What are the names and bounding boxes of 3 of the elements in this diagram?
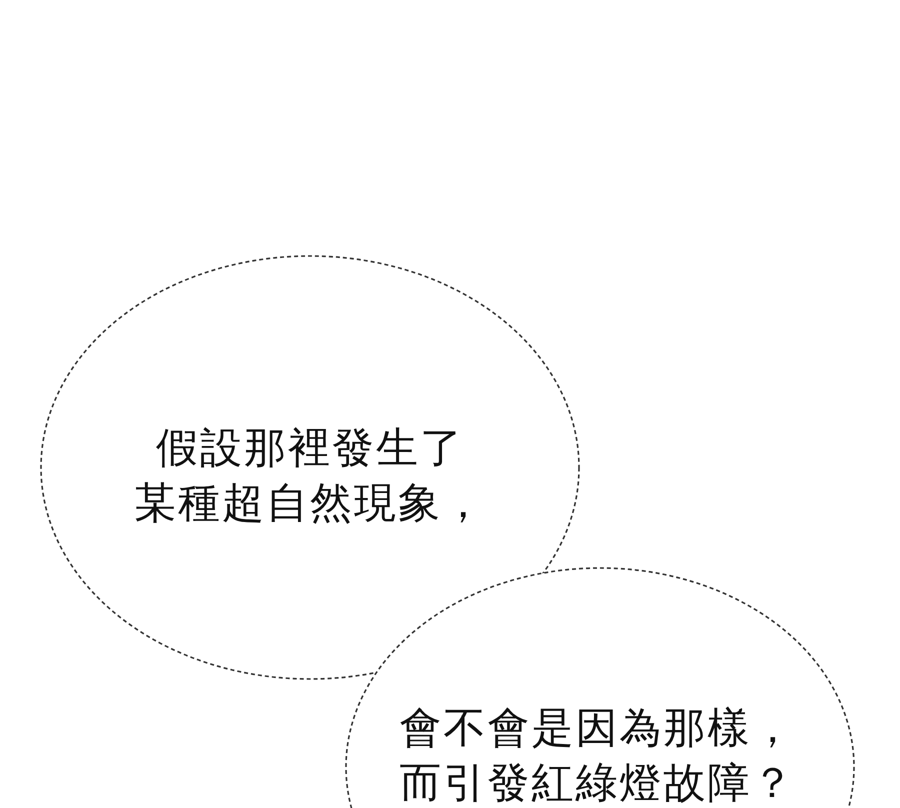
dialogue-text: 會不會是因為那樣，而引發紅綠燈故障？ [398, 702, 796, 808]
dialogue-text: 假設那裡發生了某種超自然現象， [133, 422, 487, 529]
speech-bubble [40, 255, 580, 680]
